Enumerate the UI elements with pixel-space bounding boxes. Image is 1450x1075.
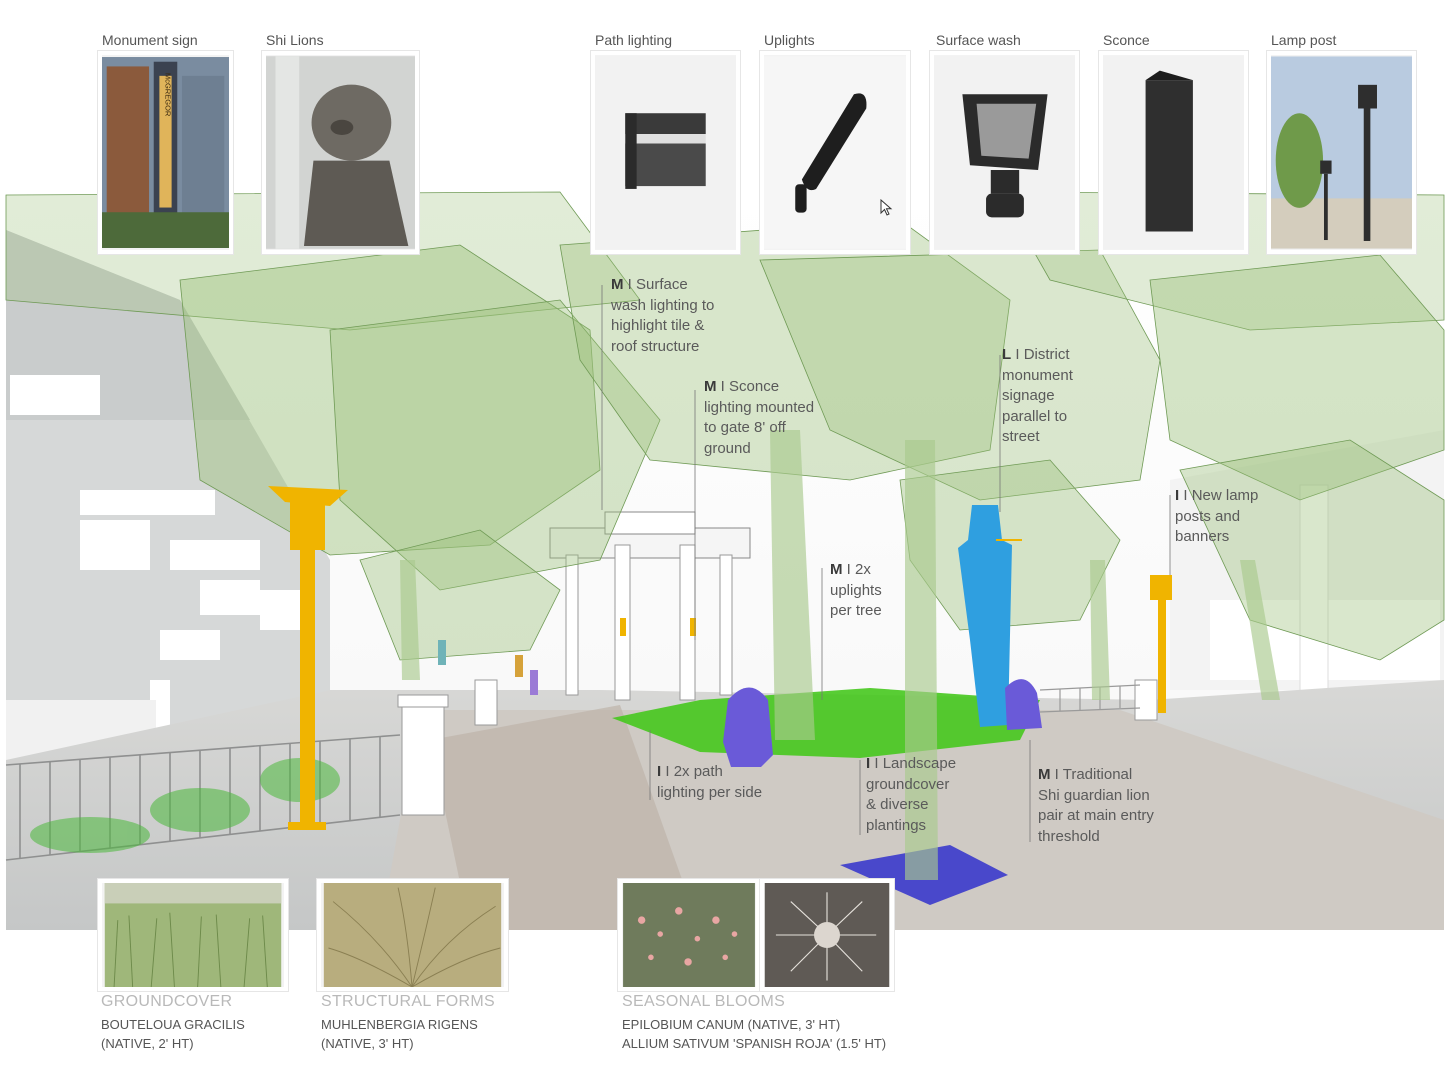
level-badge: L <box>1002 346 1012 363</box>
structural-grass-photo-icon <box>323 883 502 987</box>
annotation-leaders <box>601 285 1171 842</box>
level-badge: M <box>1038 766 1051 783</box>
lamp-post-left <box>268 486 348 830</box>
level-badge: M <box>830 561 843 578</box>
shi-lion-photo-icon <box>266 56 415 249</box>
annotation-monument: L I District monument signage parallel t… <box>1002 346 1073 445</box>
annotation-path-lighting: I I 2x path lighting per side <box>657 763 763 801</box>
groundcover-species: BOUTELOUA GRACILIS <box>101 1017 245 1032</box>
thumb-seasonal-blooms-2 <box>760 879 894 991</box>
annotation-guardian-lions: M I Traditional Shi guardian lion pair a… <box>1038 766 1154 845</box>
background-figures <box>438 640 538 695</box>
level-badge: I <box>866 755 871 772</box>
label-shi-lions: Shi Lions <box>266 32 324 48</box>
level-badge: I <box>657 763 662 780</box>
label-path-lighting: Path lighting <box>595 32 673 48</box>
lamp-post-photo-icon <box>1271 56 1412 249</box>
thumb-uplights <box>760 51 910 254</box>
epilobium-photo-icon <box>623 883 755 987</box>
level-badge: M <box>611 276 624 293</box>
groundcover-grass-photo-icon <box>104 883 282 987</box>
annotation-text: 2x path lighting per side <box>657 763 763 801</box>
seasonal-blooms-title: SEASONAL BLOOMS <box>622 993 786 1010</box>
guardian-lions <box>723 679 1042 767</box>
monument-sign-text: McGREGOR <box>164 73 173 117</box>
thumb-path-lighting <box>591 51 740 254</box>
path-light-fixture-icon <box>595 56 736 249</box>
structural-forms-species: MUHLENBERGIA RIGENS <box>321 1017 478 1032</box>
thumb-shi-lions <box>262 51 419 254</box>
annotation-lamp-posts: I I New lamp posts and banners <box>1175 487 1259 545</box>
annotation-text: Landscape groundcover & diverse planting… <box>866 755 957 834</box>
monument-signage <box>958 505 1022 727</box>
sconce-fixture-icon <box>1103 56 1244 249</box>
thumb-seasonal-blooms-1 <box>618 879 760 991</box>
seasonal-blooms-species-2: ALLIUM SATIVUM 'SPANISH ROJA' (1.5' HT) <box>622 1036 887 1051</box>
annotation-uplights: M I 2x uplights per tree <box>830 561 882 619</box>
seasonal-blooms-species-1: EPILOBIUM CANUM (NATIVE, 3' HT) <box>622 1017 841 1032</box>
annotation-text: Sconce lighting mounted to gate 8' off g… <box>704 378 815 457</box>
thumb-sconce <box>1099 51 1248 254</box>
surface-wash-fixture-icon <box>934 56 1075 249</box>
annotation-sconce: M I Sconce lighting mounted to gate 8' o… <box>704 378 815 457</box>
annotation-text: Surface wash lighting to highlight tile … <box>611 276 715 355</box>
label-lamp-post: Lamp post <box>1271 32 1337 48</box>
label-sconce: Sconce <box>1103 32 1150 48</box>
level-badge: I <box>1175 487 1180 504</box>
tree-trunks <box>400 430 1280 880</box>
lamp-post-right <box>1150 575 1172 713</box>
uplight-fixture-icon <box>764 56 906 249</box>
annotation-text: 2x uplights per tree <box>830 561 882 619</box>
annotation-text: District monument signage parallel to st… <box>1002 346 1073 445</box>
thumb-structural-forms <box>317 879 508 991</box>
level-badge: M <box>704 378 717 395</box>
structural-forms-title: STRUCTURAL FORMS <box>321 993 495 1010</box>
thumb-groundcover <box>98 879 288 991</box>
path-strip <box>430 705 700 930</box>
groundcover-height: (NATIVE, 2' HT) <box>101 1036 194 1051</box>
entry-gate <box>549 511 751 701</box>
thumb-monument-sign: McGREGOR <box>98 51 233 254</box>
label-monument-sign: Monument sign <box>102 32 198 48</box>
allium-photo-icon <box>764 883 890 987</box>
label-uplights: Uplights <box>764 32 815 48</box>
thumb-lamp-post <box>1267 51 1416 254</box>
annotation-text: New lamp posts and banners <box>1175 487 1259 545</box>
pillars <box>397 679 1158 816</box>
annotation-text: Traditional Shi guardian lion pair at ma… <box>1038 766 1154 845</box>
annotation-surface-wash: M I Surface wash lighting to highlight t… <box>611 276 715 355</box>
mouse-pointer-icon <box>880 199 893 216</box>
thumb-surface-wash <box>930 51 1079 254</box>
annotation-landscape: I I Landscape groundcover & diverse plan… <box>866 755 957 834</box>
label-surface-wash: Surface wash <box>936 32 1021 48</box>
groundcover-title: GROUNDCOVER <box>101 993 233 1010</box>
monument-sign-photo-icon: McGREGOR <box>102 57 229 248</box>
structural-forms-height: (NATIVE, 3' HT) <box>321 1036 414 1051</box>
